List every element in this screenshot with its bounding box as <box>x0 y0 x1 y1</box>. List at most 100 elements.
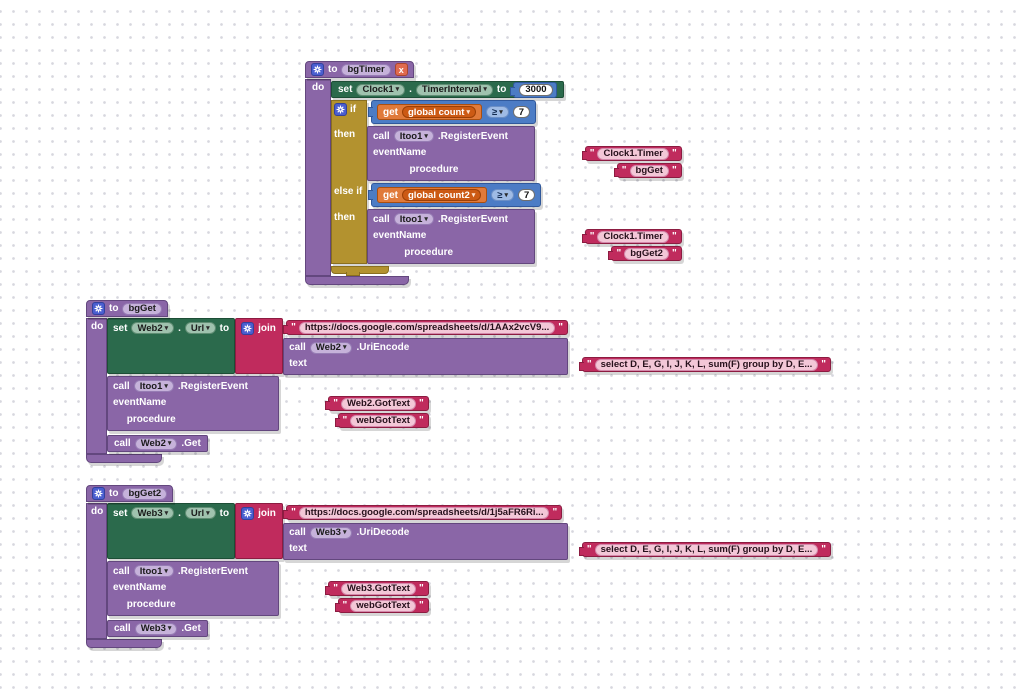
text-block-clock1-timer[interactable]: "Clock1.Timer" <box>581 229 682 244</box>
text-block-select-query[interactable]: "select D, E, G, I, J, K, L, sum(F) grou… <box>578 357 832 372</box>
mutator-gear-icon[interactable] <box>334 103 347 116</box>
procedure-name-field[interactable]: bgGet <box>122 302 162 315</box>
procedure-block-bgget[interactable]: to bgGet do set Web2▾ . Url▾ to <box>86 300 832 463</box>
mutator-gear-icon[interactable] <box>241 507 255 520</box>
method-name: .RegisterEvent <box>177 380 248 392</box>
string-field[interactable]: Clock1.Timer <box>597 147 669 160</box>
string-field[interactable]: select D, E, G, I, J, K, L, sum(F) group… <box>594 358 819 371</box>
component-dropdown[interactable]: Itoo1▾ <box>393 130 434 142</box>
component-dropdown[interactable]: Clock1▾ <box>356 83 406 96</box>
if-block-spine[interactable] <box>331 100 367 264</box>
component-dropdown[interactable]: Itoo1▾ <box>133 565 174 577</box>
component-dropdown[interactable]: Itoo1▾ <box>133 380 174 392</box>
call-registerevent-block-2[interactable]: call Itoo1▾ .RegisterEvent eventName "Cl… <box>367 209 682 264</box>
call-uridecode-block[interactable]: call Web3▾ .UriDecode text "select D, E,… <box>283 523 832 560</box>
number-block-7[interactable]: 7 <box>518 189 536 201</box>
bgget-header[interactable]: to bgGet <box>86 300 168 317</box>
number-field[interactable]: 3000 <box>519 83 553 96</box>
number-block-7[interactable]: 7 <box>512 106 531 118</box>
if-keyword: if <box>350 104 357 115</box>
comparison-block-2[interactable]: get global count2▾ ≥▾ 7 <box>367 183 542 207</box>
property-dropdown[interactable]: Url▾ <box>184 507 216 519</box>
elseif-keyword: else if <box>334 186 363 197</box>
component-dropdown[interactable]: Web3▾ <box>134 622 178 635</box>
call-registerevent-block[interactable]: call Itoo1▾ .RegisterEvent eventName "We… <box>107 376 429 431</box>
bgget2-body: do set Web3▾ . Url▾ to join <box>86 503 832 639</box>
component-dropdown[interactable]: Web2▾ <box>131 322 175 334</box>
set-keyword: set <box>338 84 353 95</box>
set-web2-url-block[interactable]: set Web2▾ . Url▾ to join "https://docs.g… <box>107 318 832 375</box>
call-keyword: call <box>289 342 306 353</box>
set-clock-timerinterval-block[interactable]: set Clock1▾ . TimerInterval▾ to 3000 <box>331 81 564 98</box>
component-dropdown[interactable]: Web3▾ <box>131 507 175 519</box>
bgtimer-header[interactable]: to bgTimer x <box>305 61 414 78</box>
text-block-webgottext[interactable]: "webGotText" <box>334 413 429 428</box>
text-block-bgget2[interactable]: "bgGet2" <box>608 246 682 261</box>
call-web2-get-block[interactable]: call Web2▾ .Get <box>107 435 208 452</box>
call-web3-get-block[interactable]: call Web3▾ .Get <box>107 620 208 637</box>
string-field[interactable]: Clock1.Timer <box>597 230 669 243</box>
join-block[interactable]: join "https://docs.google.com/spreadshee… <box>235 503 832 560</box>
component-dropdown[interactable]: Web3▾ <box>309 526 353 539</box>
component-dropdown[interactable]: Itoo1▾ <box>393 213 434 225</box>
join-block[interactable]: join "https://docs.google.com/spreadshee… <box>235 318 832 375</box>
operator-dropdown[interactable]: ≥▾ <box>485 106 509 118</box>
string-field[interactable]: webGotText <box>350 599 416 612</box>
string-field[interactable]: webGotText <box>350 414 416 427</box>
call-keyword: call <box>373 130 390 142</box>
operator-dropdown[interactable]: ≥▾ <box>491 189 514 201</box>
do-slot-label: do <box>86 503 107 639</box>
procedure-block-bgget2[interactable]: to bgGet2 do set Web3▾ . Url▾ to <box>86 485 832 648</box>
gear-icon[interactable] <box>311 63 324 76</box>
set-web3-url-block[interactable]: set Web3▾ . Url▾ to join "https://docs.g… <box>107 503 832 560</box>
text-block-url[interactable]: "https://docs.google.com/spreadsheets/d/… <box>283 320 569 335</box>
string-field[interactable]: Web2.GotText <box>340 397 416 410</box>
get-global-count2-block[interactable]: get global count2▾ <box>377 187 488 203</box>
call-registerevent-block[interactable]: call Itoo1▾ .RegisterEvent eventName "We… <box>107 561 429 616</box>
join-keyword: join <box>258 508 276 519</box>
text-block-select-query[interactable]: "select D, E, G, I, J, K, L, sum(F) grou… <box>578 542 832 557</box>
gear-icon[interactable] <box>92 487 105 500</box>
call-registerevent-block-1[interactable]: call Itoo1▾ .RegisterEvent eventName "Cl… <box>367 126 682 181</box>
number-block-3000[interactable]: 3000 <box>510 81 557 98</box>
variable-dropdown[interactable]: global count▾ <box>402 106 476 118</box>
procedure-name-field[interactable]: bgGet2 <box>122 487 168 500</box>
text-block-bgget[interactable]: "bgGet" <box>613 163 682 178</box>
param-eventname: eventName "Web3.GotText" <box>113 579 429 596</box>
component-dropdown[interactable]: Web2▾ <box>309 341 353 354</box>
variable-dropdown[interactable]: global count2▾ <box>402 189 482 201</box>
bgget2-header[interactable]: to bgGet2 <box>86 485 174 502</box>
get-global-count-block[interactable]: get global count▾ <box>377 104 482 120</box>
text-block-webgottext[interactable]: "webGotText" <box>334 598 429 613</box>
property-dropdown[interactable]: Url▾ <box>184 322 216 334</box>
param-eventname: eventName "Clock1.Timer" <box>373 144 682 161</box>
string-field[interactable]: https://docs.google.com/spreadsheets/d/1… <box>298 506 550 519</box>
comparison-block-1[interactable]: get global count▾ ≥▾ 7 <box>367 100 537 124</box>
param-eventname: eventName "Web2.GotText" <box>113 394 429 411</box>
then-row-1: then call Itoo1▾ .RegisterEvent eventNam… <box>334 126 682 181</box>
method-name: .UriDecode <box>356 527 410 538</box>
property-dropdown[interactable]: TimerInterval▾ <box>415 83 493 96</box>
if-block[interactable]: if get global count▾ ≥▾ 7 then <box>331 100 682 276</box>
param-procedure: procedure "bgGet" <box>373 161 682 178</box>
join-keyword: join <box>258 323 276 334</box>
procedure-name-field[interactable]: bgTimer <box>341 63 391 76</box>
string-field[interactable]: select D, E, G, I, J, K, L, sum(F) group… <box>594 543 819 556</box>
procedure-block-bgtimer[interactable]: to bgTimer x do set Clock1▾ . TimerInter… <box>305 61 682 285</box>
string-field[interactable]: bgGet2 <box>624 247 669 260</box>
text-block-web2-gottext[interactable]: "Web2.GotText" <box>325 396 429 411</box>
method-name: .Get <box>181 438 201 449</box>
string-field[interactable]: https://docs.google.com/spreadsheets/d/1… <box>298 321 556 334</box>
component-dropdown[interactable]: Web2▾ <box>134 437 178 450</box>
text-block-clock1-timer[interactable]: "Clock1.Timer" <box>581 146 682 161</box>
dot-separator: . <box>178 507 181 519</box>
text-block-web3-gottext[interactable]: "Web3.GotText" <box>325 581 429 596</box>
gear-icon[interactable] <box>92 302 105 315</box>
mutator-gear-icon[interactable] <box>241 322 255 335</box>
delete-button[interactable]: x <box>394 63 408 76</box>
string-field[interactable]: bgGet <box>629 164 669 177</box>
string-field[interactable]: Web3.GotText <box>340 582 416 595</box>
call-uriencode-block[interactable]: call Web2▾ .UriEncode text "select D, E,… <box>283 338 832 375</box>
text-block-url[interactable]: "https://docs.google.com/spreadsheets/d/… <box>283 505 563 520</box>
